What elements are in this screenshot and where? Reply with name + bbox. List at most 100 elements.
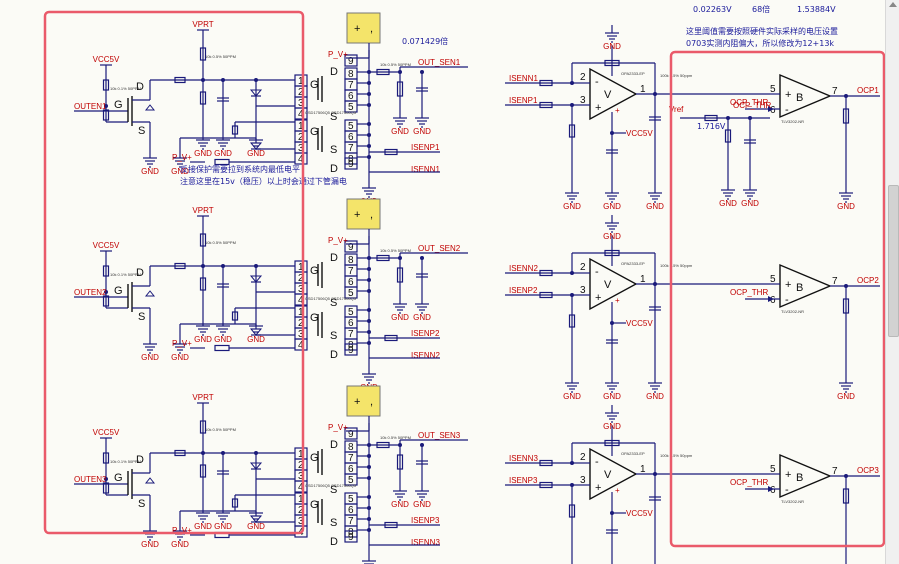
resistor (376, 254, 390, 262)
vref-label: Vref (669, 105, 684, 114)
scrollbar-up-arrow[interactable] (889, 2, 897, 7)
body-diode (144, 477, 156, 484)
part-value: 100k 0.5% 50ppm (660, 263, 693, 268)
mosfet-d-letter: D (330, 252, 338, 264)
amp-in-p-label: ISENP1 (509, 96, 538, 105)
header-voltage-1: 0.02263V (693, 5, 732, 14)
pin-number: 1 (640, 84, 646, 95)
part-value: OPA2333-EP (621, 71, 645, 76)
pin-number: 8 (348, 69, 354, 80)
pin-number: 6 (348, 132, 354, 143)
gnd-label: GND (391, 127, 409, 136)
drain-letter: D (136, 267, 144, 279)
gate-letter: G (114, 99, 123, 111)
pin-number: 5 (770, 274, 776, 285)
gnd-label: GND (603, 232, 621, 241)
mosfet-g-letter: G (310, 452, 319, 464)
pin-number: 1 (298, 494, 304, 505)
pin-number: 6 (770, 105, 776, 116)
pin-number: 6 (770, 485, 776, 496)
power-label: VCC5V (93, 241, 120, 250)
comparator-minus: - (785, 104, 789, 116)
power-label: VPRT (192, 393, 213, 402)
ocp-label: OCP3 (857, 466, 879, 475)
pin-number: 7 (832, 466, 838, 477)
amp-in-n-label: ISENN2 (509, 264, 538, 273)
pin-number: 8 (348, 442, 354, 453)
pin-box (344, 240, 358, 253)
pin-box (344, 157, 358, 170)
pin-number: 5 (348, 475, 354, 486)
pin-number: 6 (770, 295, 776, 306)
opamp-v: V (604, 279, 612, 291)
mosfet-g-letter: G (310, 265, 319, 277)
gnd-label: GND (563, 202, 581, 211)
part-value: 10k 0.5% 50PPM (205, 427, 236, 432)
gnd-label: GND (214, 149, 232, 158)
part-value: TLV3202-NR (781, 499, 804, 504)
pin-number: 7 (348, 80, 354, 91)
connector-plus: + (354, 396, 360, 408)
mosfet-d-letter: D (330, 349, 338, 361)
pin-number: 9 (348, 159, 354, 170)
pin-number: 5 (348, 102, 354, 113)
pin-number: 1 (640, 274, 646, 285)
drain-letter: D (136, 81, 144, 93)
arrow (768, 296, 774, 302)
arrow (768, 106, 774, 112)
part-value: OPA2333-EP (621, 451, 645, 456)
amp-in-p-label: ISENP3 (509, 476, 538, 485)
opamp-v: V (604, 89, 612, 101)
scrollbar-thumb[interactable] (888, 185, 899, 337)
resistor (174, 262, 186, 270)
body-diode (144, 290, 156, 297)
pv-label: P_V+ (328, 50, 348, 59)
gnd-label: GND (719, 199, 737, 208)
ratio-note: 0.071429倍 (402, 36, 448, 46)
power-symbol: VCC5V (93, 428, 120, 446)
gnd-label: GND (141, 540, 159, 549)
power-label: VCC5V (93, 55, 120, 64)
ground-symbol: GND (413, 296, 431, 322)
opamp-v: V (604, 469, 612, 481)
resistor (396, 454, 404, 470)
pin-number: 8 (348, 527, 354, 538)
resistor (214, 158, 230, 166)
resistor (842, 488, 850, 504)
outen-label: OUTEN2 (74, 288, 107, 297)
pin-number: 2 (298, 460, 304, 471)
gnd-label: GND (391, 313, 409, 322)
resistor (199, 464, 207, 478)
part-value: CSD17506Q5 CSD17506Q5 (305, 483, 357, 488)
pin-box (294, 152, 308, 165)
pin-number: 5 (770, 464, 776, 475)
gnd-label: GND (837, 392, 855, 401)
outen-label: OUTEN3 (74, 475, 107, 484)
pin-number: 6 (348, 277, 354, 288)
scrollbar-vertical[interactable] (885, 0, 899, 564)
pin-number: 2 (298, 505, 304, 516)
connector-mark: , (370, 23, 373, 35)
pin-number: 5 (348, 288, 354, 299)
pin-number: 2 (580, 452, 586, 463)
pin-number: 7 (832, 86, 838, 97)
gnd-label: GND (391, 500, 409, 509)
mosfet-g-letter: G (310, 126, 319, 138)
amp-in-n-label: ISENN3 (509, 454, 538, 463)
comparator-body (779, 453, 832, 499)
gnd-label: GND (413, 500, 431, 509)
part-value: 10k 0.5% 50PPM (380, 435, 411, 440)
gnd-label: GND (603, 42, 621, 51)
pin-number: 2 (580, 262, 586, 273)
arrow (768, 486, 774, 492)
pin-number: 7 (348, 143, 354, 154)
opamp-supply-plus: + (615, 296, 620, 305)
pin-number: 2 (298, 273, 304, 284)
resistor (704, 114, 718, 122)
pin-number: 1 (298, 307, 304, 318)
highlight-box-left (43, 10, 305, 535)
power-symbol: VPRT (192, 206, 214, 224)
resistor (231, 125, 239, 135)
